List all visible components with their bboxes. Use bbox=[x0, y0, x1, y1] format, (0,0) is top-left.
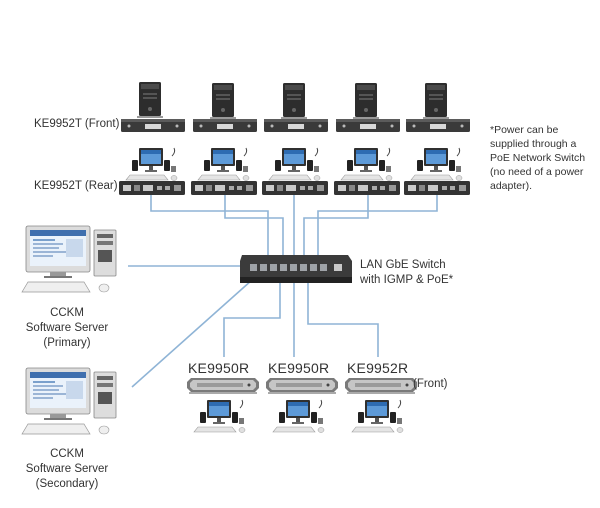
pc-tower-icon bbox=[137, 82, 449, 119]
receiver-model-label: KE9950R bbox=[188, 360, 250, 376]
server-label-line: Software Server bbox=[25, 322, 109, 334]
server-label-line: (Secondary) bbox=[35, 478, 99, 490]
switch-label-line: LAN GbE Switch bbox=[360, 259, 446, 271]
server-label-line: CCKM bbox=[50, 307, 84, 319]
server-label-line: Software Server bbox=[25, 463, 109, 475]
receiver-model-label: KE9950R bbox=[268, 360, 330, 376]
poe-note-line: PoE Network Switch bbox=[490, 152, 586, 164]
server-label-line: (Primary) bbox=[43, 337, 91, 349]
connection-lines bbox=[128, 195, 438, 388]
transmitter-rear-icon bbox=[119, 181, 470, 195]
network-switch-icon bbox=[240, 255, 352, 283]
workstation-icon bbox=[125, 147, 463, 181]
workstation-icon bbox=[193, 399, 404, 433]
poe-note-line: supplied through a bbox=[490, 138, 577, 150]
transmitter-front-icon bbox=[121, 119, 470, 132]
receiver-model-label: KE9952R bbox=[347, 360, 409, 376]
poe-note-line: adapter). bbox=[490, 180, 533, 192]
server-primary-label: CCKM Software Server (Primary) bbox=[22, 306, 112, 351]
poe-note-line: (no need of a power bbox=[490, 166, 584, 178]
transmitter-front-label: KE9952T (Front) bbox=[34, 118, 120, 130]
switch-label-line: with IGMP & PoE* bbox=[360, 274, 454, 286]
poe-note: *Power can be supplied through a PoE Net… bbox=[490, 123, 585, 193]
switch-label: LAN GbE Switch with IGMP & PoE* bbox=[360, 258, 453, 288]
transmitter-rear-label: KE9952T (Rear) bbox=[34, 180, 118, 192]
receiver-icon bbox=[187, 378, 417, 394]
server-secondary-label: CCKM Software Server (Secondary) bbox=[22, 447, 112, 492]
server-label-line: CCKM bbox=[50, 448, 84, 460]
receiver-front-label: (Front) bbox=[413, 378, 448, 390]
poe-note-line: *Power can be bbox=[490, 124, 559, 136]
